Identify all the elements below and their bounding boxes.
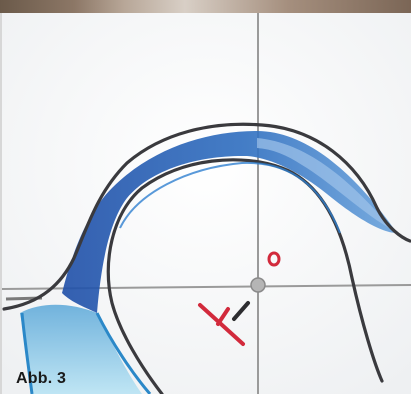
inner-outline (106, 158, 384, 394)
red-degree-mark (267, 251, 281, 267)
figure-caption: Abb. 3 (16, 370, 67, 387)
photo-strip-top (0, 0, 411, 13)
enamel-band (62, 131, 397, 313)
light-blue-fill (20, 304, 142, 394)
blue-inner-edge-stroke (95, 312, 152, 394)
outer-outline (2, 122, 411, 311)
tooth-sketch-drawing (0, 13, 411, 394)
dark-tick-mark (232, 301, 250, 321)
blue-edge-stroke (20, 312, 34, 394)
pivot-point (250, 277, 266, 293)
inner-blue-line (119, 161, 341, 234)
red-axis-mark (198, 303, 245, 346)
enamel-band-light (257, 138, 394, 231)
